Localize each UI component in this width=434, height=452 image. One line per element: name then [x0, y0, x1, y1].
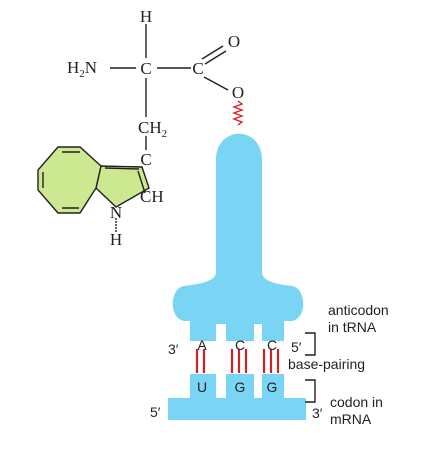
- atom-h2n: H2N: [67, 58, 97, 80]
- codon-base-1: U: [197, 379, 207, 395]
- atom-ring-carbon: C: [140, 150, 151, 169]
- bond-carbonyl-2: [204, 50, 227, 65]
- mrna-strand: [168, 374, 306, 420]
- anticodon-5prime-end: 5′: [291, 339, 302, 355]
- anticodon-label-line1: anticodon: [328, 302, 389, 318]
- codon-label-line1: codon in: [330, 394, 383, 410]
- base-pairing-label: base-pairing: [288, 356, 365, 372]
- atom-ring-ch: CH: [140, 187, 164, 206]
- anticodon-3prime-end: 3′: [168, 341, 179, 357]
- bond-carboxyl-ester-o: [203, 76, 229, 91]
- codon-base-3: G: [267, 379, 278, 395]
- atom-ch2: CH2: [138, 118, 167, 140]
- codon-5prime-end: 5′: [150, 404, 161, 420]
- ring-double-bond: [137, 170, 146, 194]
- anticodon-label-line2: in tRNA: [328, 319, 377, 335]
- atom-h-top: H: [140, 7, 152, 26]
- codon-3prime-end: 3′: [312, 405, 323, 421]
- tryptophan-structure: H H2N C C O O CH2 C CH N H: [37, 7, 244, 249]
- five-membered-ring: [95, 165, 150, 208]
- atom-alpha-carbon: C: [140, 59, 151, 78]
- anticodon-base-3: C: [267, 337, 277, 353]
- atom-ring-nh-hydrogen: H: [110, 230, 122, 249]
- trna-molecule: [172, 133, 304, 341]
- atom-carbonyl-oxygen: O: [228, 32, 240, 51]
- codon-base-2: G: [235, 379, 246, 395]
- anticodon-base-2: C: [235, 337, 245, 353]
- codon-bracket: [305, 379, 316, 403]
- bond-carbonyl-1: [201, 45, 224, 60]
- benzene-ring: [37, 146, 102, 214]
- atom-ester-oxygen: O: [232, 83, 244, 102]
- atom-carboxyl-carbon: C: [192, 59, 203, 78]
- anticodon-base-1: A: [197, 337, 207, 353]
- atom-ring-nitrogen: N: [110, 203, 122, 222]
- anticodon-bracket: [305, 332, 316, 356]
- hydrogen-bonds: [195, 349, 280, 373]
- ring-inner-bond-4: [104, 167, 140, 170]
- ester-linkage-wave: [232, 100, 244, 126]
- codon-label-line2: mRNA: [330, 411, 372, 427]
